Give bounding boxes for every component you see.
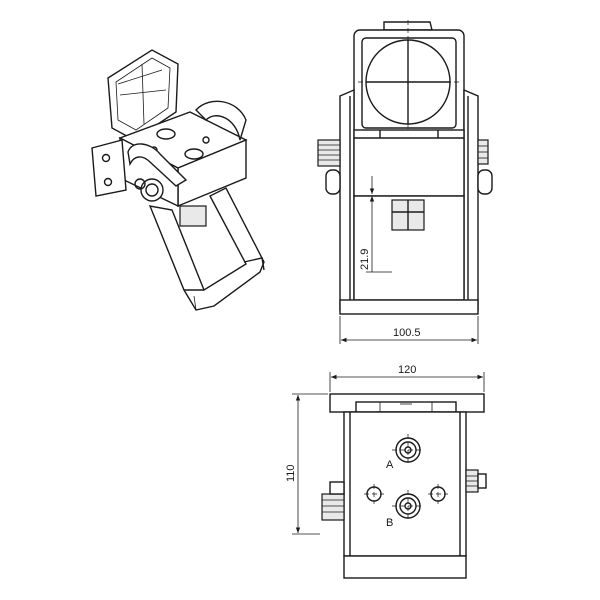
port-b	[392, 490, 424, 522]
port-b-label: B	[386, 517, 393, 529]
iso-lens-housing	[107, 49, 179, 141]
dim-bottom-height	[292, 393, 328, 535]
front-base	[339, 299, 479, 315]
dim-bottom-width-label: 120	[398, 364, 416, 376]
front-left-knob	[317, 139, 341, 195]
iso-knob	[134, 178, 164, 202]
port-a-label: A	[386, 459, 394, 471]
front-center-fitting	[391, 199, 425, 231]
bottom-body	[343, 411, 467, 579]
iso-left-tab	[91, 139, 127, 197]
front-right-knob	[477, 139, 493, 195]
bottom-top-plate	[329, 393, 485, 413]
mount-hole-left	[364, 484, 384, 504]
port-a	[392, 434, 424, 466]
dim-front-width-label: 100.5	[393, 327, 421, 339]
iso-swing-arm	[148, 187, 265, 311]
bottom-right-knob	[465, 469, 487, 493]
dim-front-width	[339, 316, 479, 344]
isometric-view	[91, 49, 265, 311]
bottom-view: A B	[285, 364, 487, 579]
front-view: 21.9 100.5	[317, 20, 493, 344]
dim-bottom-width	[329, 372, 485, 392]
bottom-left-knob	[321, 481, 345, 521]
dim-offset-height-label: 21.9	[359, 249, 371, 270]
mount-hole-right	[428, 484, 448, 504]
iso-side-arms	[127, 100, 247, 187]
front-lens-frame	[353, 20, 465, 137]
dim-bottom-height-label: 110	[285, 464, 297, 482]
dim-offset-height	[366, 176, 392, 273]
